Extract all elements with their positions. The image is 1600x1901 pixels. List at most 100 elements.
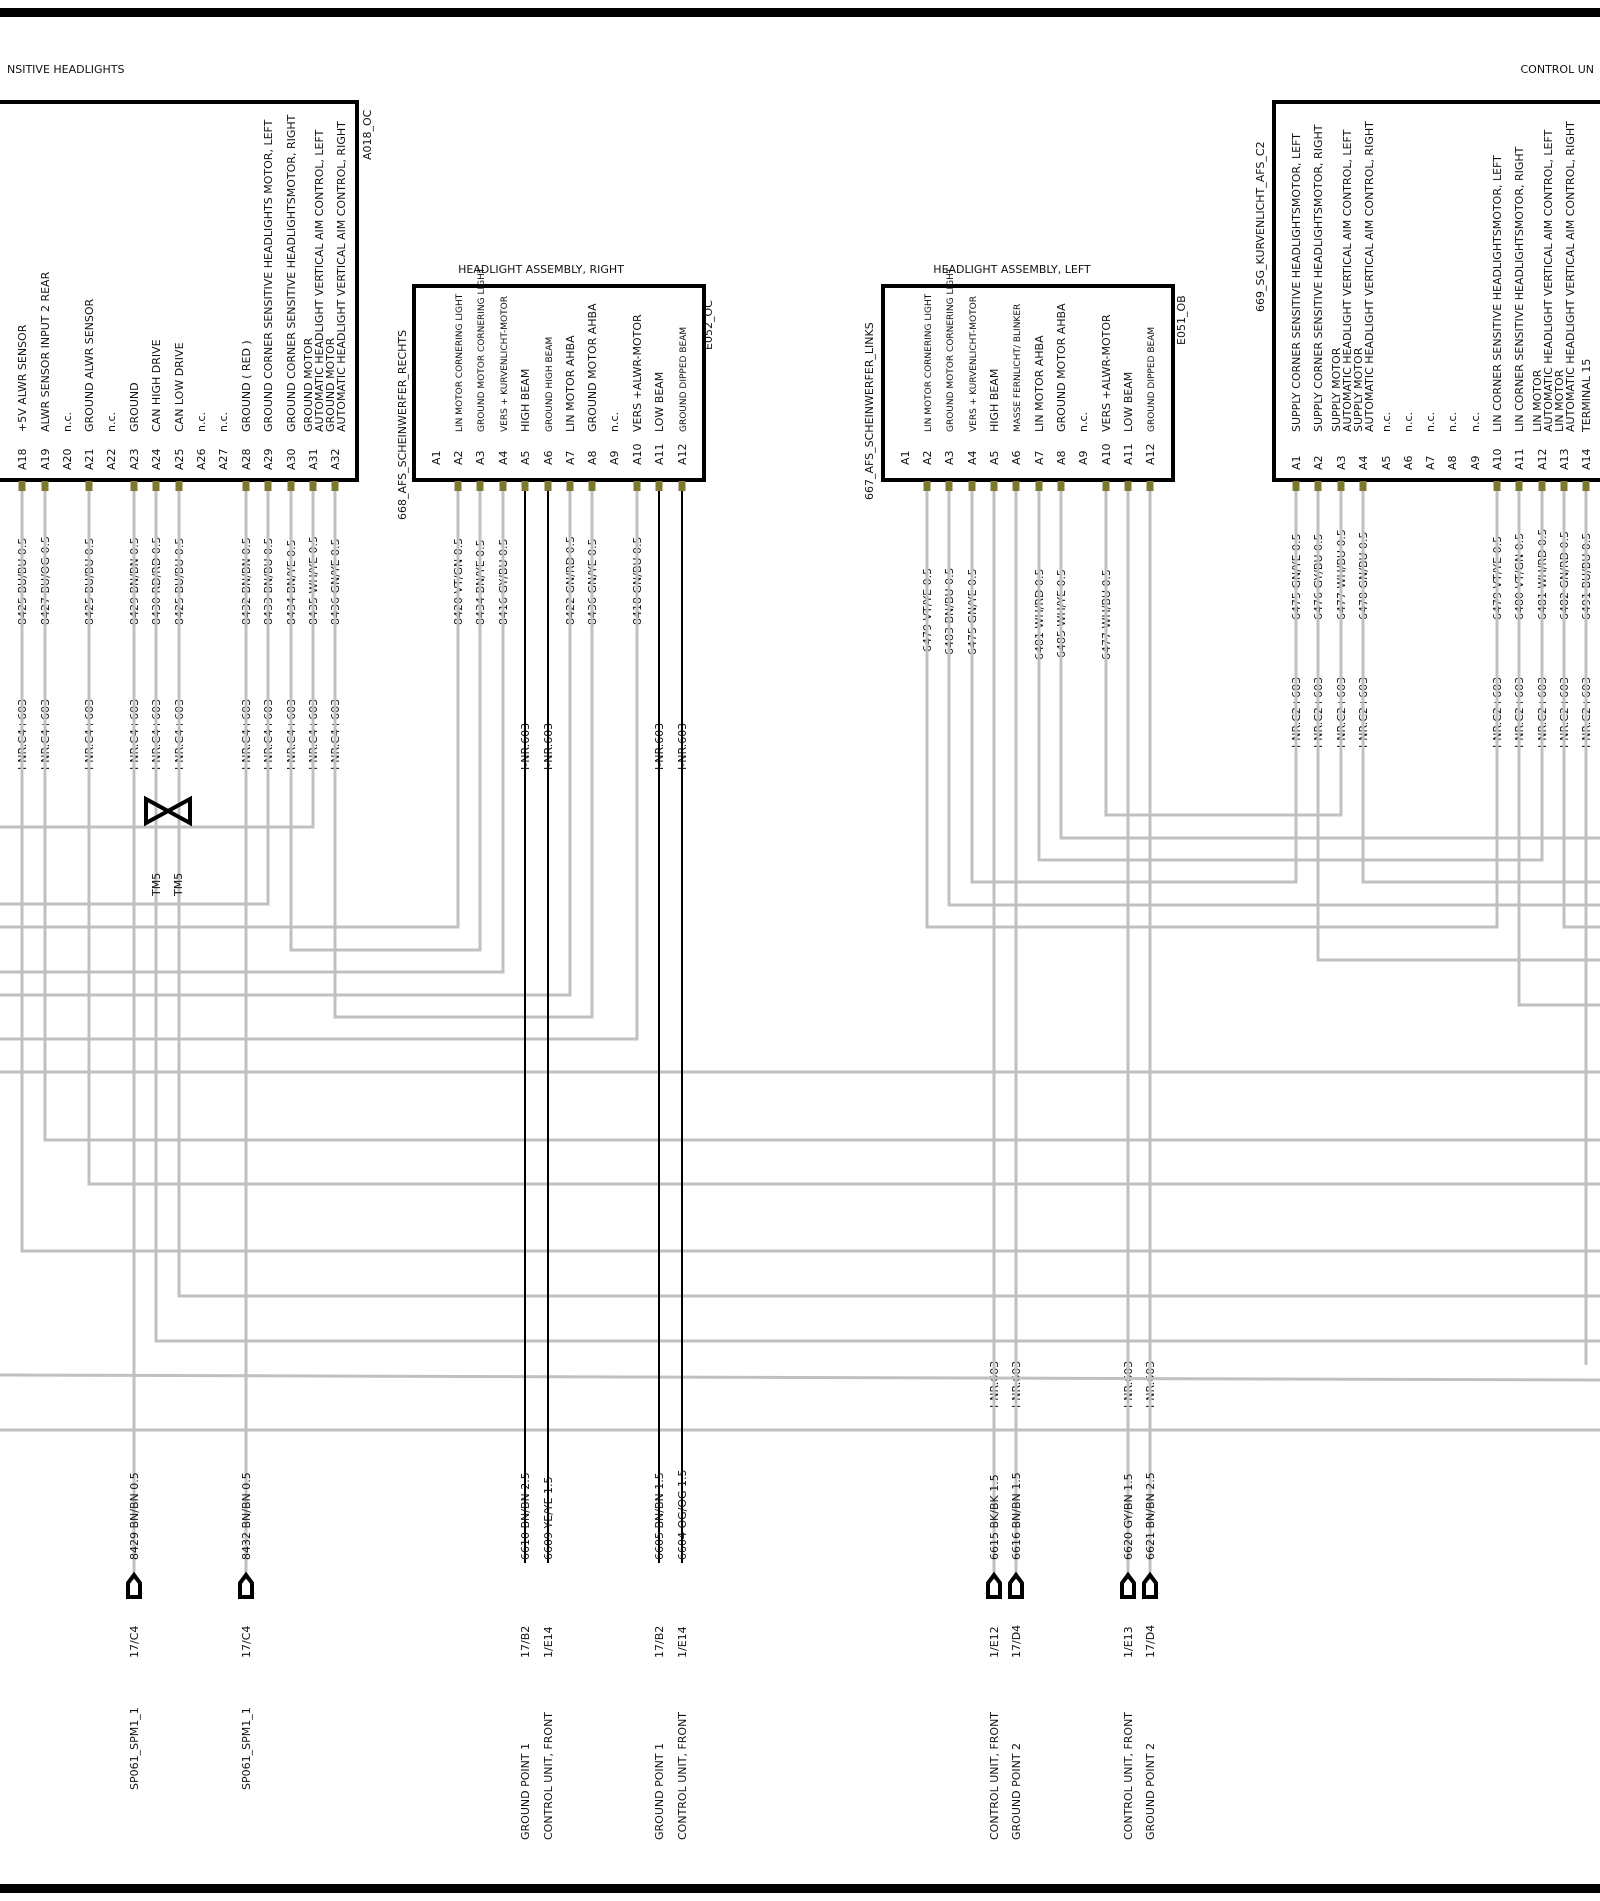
pin-label: VERS + KURVENLICHT-MOTOR (969, 296, 979, 432)
pin-label: n.c. (1424, 412, 1437, 432)
pin-number: A32 (329, 448, 342, 470)
pin-number: A4 (966, 450, 979, 465)
pin-number: A2 (921, 450, 934, 465)
connector-e052-box (412, 284, 706, 482)
pin-terminal (544, 481, 552, 491)
pin-label: GROUND MOTOR (324, 337, 337, 432)
pin-label: n.c. (195, 412, 208, 432)
pin-terminal (1314, 481, 1322, 491)
pin-label: GROUND MOTOR (302, 337, 315, 432)
pin-label: n.c. (1402, 412, 1415, 432)
ground-icon (238, 1571, 254, 1599)
pin-terminal (454, 481, 462, 491)
wire (1316, 491, 1600, 962)
ground-reference: 17/D4 (1144, 1625, 1157, 1658)
wire (43, 491, 1600, 1142)
ground-wire-label: 6604 OG/OG 1.5 (676, 1469, 689, 1560)
ground-wire-label: 6616 BN/BN 1.5 (1010, 1472, 1023, 1560)
connector-c2-box (1272, 100, 1600, 482)
pin-label: n.c. (1446, 412, 1459, 432)
pin-label: GROUND MOTOR AHBA (1055, 303, 1068, 432)
pin-label: HIGH BEAM (988, 369, 1001, 432)
wire (947, 491, 1600, 907)
pin-label: VERS +ALWR-MOTOR (631, 314, 644, 432)
pin-terminal (1515, 481, 1523, 491)
pin-number: A2 (452, 450, 465, 465)
pin-number: A11 (653, 443, 666, 465)
pin-terminal (41, 481, 49, 491)
pin-terminal (1582, 481, 1590, 491)
ground-name: SP061_SPM1_1 (128, 1707, 141, 1790)
pin-number: A2 (1312, 455, 1325, 470)
pin-terminal (476, 481, 484, 491)
connector-title: HEADLIGHT ASSEMBLY, RIGHT (458, 263, 624, 276)
ground-wire-label: 6621 BN/BN 2.5 (1144, 1472, 1157, 1560)
wire (1037, 491, 1544, 862)
pin-label: GROUND MOTOR AHBA (586, 303, 599, 432)
pin-number: A28 (240, 448, 253, 470)
pin-terminal (1146, 481, 1154, 491)
pin-number: A26 (195, 448, 208, 470)
wire (970, 491, 1298, 884)
pin-label: LIN MOTOR (1531, 369, 1544, 432)
pin-terminal (499, 481, 507, 491)
pin-label: GROUND CORNER SENSITIVE HEADLIGHTSMOTOR,… (285, 114, 298, 432)
pin-number: A12 (1144, 443, 1157, 465)
header-left: NSITIVE HEADLIGHTS (7, 63, 124, 76)
pin-label: GROUND (128, 382, 141, 432)
top-border (0, 8, 1600, 17)
twist-label: TM5 (172, 873, 185, 897)
pin-label: GROUND ( RED ) (240, 340, 253, 432)
wire (1059, 491, 1600, 840)
pin-label: LIN MOTOR (1553, 369, 1566, 432)
twist-label: TM5 (150, 873, 163, 897)
ground-reference: 17/D4 (1010, 1625, 1023, 1658)
pin-label: VERS + KURVENLICHT-MOTOR (500, 296, 510, 432)
pin-terminal (1337, 481, 1345, 491)
connector-side-name: 667_AFS_SCHEINWERFER_LINKS (863, 322, 876, 500)
pin-terminal (588, 481, 596, 491)
pin-terminal (309, 481, 317, 491)
pin-label: SUPPLY CORNER SENSITIVE HEADLIGHTSMOTOR,… (1312, 124, 1325, 432)
wire (0, 491, 572, 997)
pin-label: ALWR SENSOR INPUT 2 REAR (39, 271, 52, 432)
pin-label: n.c. (61, 412, 74, 432)
pin-number: A6 (542, 450, 555, 465)
pin-label: LIN MOTOR AHBA (564, 335, 577, 432)
pin-number: A3 (943, 450, 956, 465)
pin-number: A8 (1446, 455, 1459, 470)
pin-number: A6 (1010, 450, 1023, 465)
pin-number: A6 (1402, 455, 1415, 470)
wire (0, 491, 505, 974)
ground-name: SP061_SPM1_1 (240, 1707, 253, 1790)
pin-number: A7 (1033, 450, 1046, 465)
pin-number: A10 (631, 443, 644, 465)
ground-name: CONTROL UNIT, FRONT (988, 1712, 1001, 1840)
pin-number: A13 (1558, 448, 1571, 470)
pin-terminal (264, 481, 272, 491)
pin-number: A7 (564, 450, 577, 465)
wire (289, 491, 482, 952)
wire (154, 491, 1600, 1343)
pin-number: A9 (1469, 455, 1482, 470)
connector-id: 669_SG_KURVENLICHT_AFS_C2 (1254, 141, 1267, 312)
pin-label: GROUND DIPPED BEAM (1147, 327, 1157, 432)
connector-e051-box (881, 284, 1175, 482)
wire (0, 491, 315, 829)
wire (1562, 491, 1600, 929)
ground-name: GROUND POINT 2 (1010, 1743, 1023, 1840)
pin-terminal (1560, 481, 1568, 491)
pin-label: AUTOMATIC HEADLIGHT VERTICAL AIM CONTROL… (1363, 121, 1376, 432)
pin-number: A22 (105, 448, 118, 470)
pin-label: GROUND HIGH BEAM (545, 337, 555, 432)
pin-label: TERMINAL 15 (1580, 359, 1593, 433)
pin-number: A18 (16, 448, 29, 470)
ground-name: GROUND POINT 1 (519, 1743, 532, 1840)
wire (1517, 491, 1600, 1007)
pin-terminal (566, 481, 574, 491)
pin-label: LIN MOTOR AHBA (1033, 335, 1046, 432)
pin-label: MASSE FERNLICHT/ BLINKER (1013, 304, 1023, 432)
ground-name: CONTROL UNIT, FRONT (542, 1712, 555, 1840)
pin-terminal (945, 481, 953, 491)
ground-icon (1142, 1571, 1158, 1599)
